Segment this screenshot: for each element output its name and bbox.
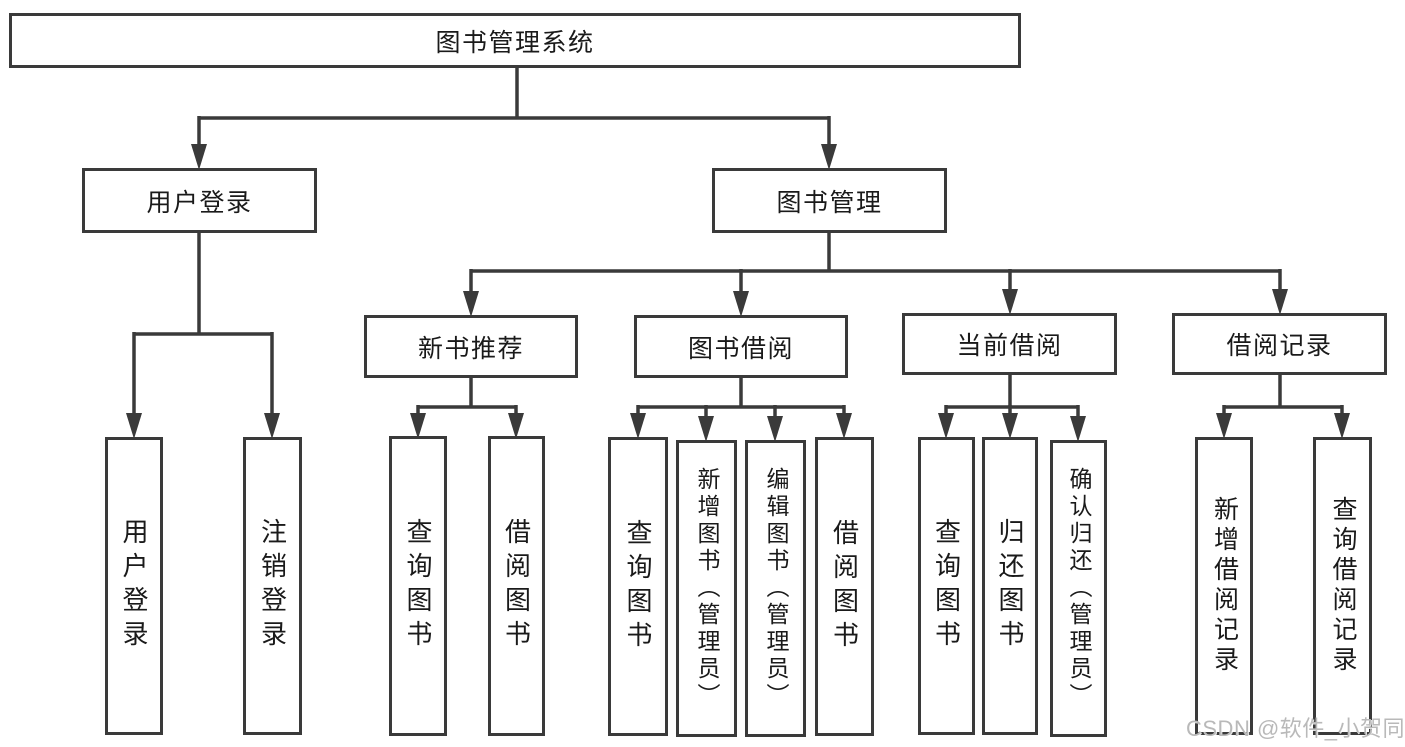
arrowhead-icon <box>1334 413 1350 439</box>
node-book-management: 图书管理 <box>712 168 947 233</box>
node-label: 用户登录 <box>146 188 253 217</box>
arrowhead-icon <box>264 413 280 439</box>
node-label: 归还图书 <box>995 518 1025 654</box>
node-edit-book-admin: 编辑图书（管理员） <box>745 440 806 737</box>
node-label: 用户登录 <box>119 518 149 654</box>
node-label: 编辑图书（管理员） <box>763 467 789 710</box>
node-borrow-query-book: 查询图书 <box>608 437 668 736</box>
arrowhead-icon <box>630 413 646 439</box>
node-label: 查询图书 <box>931 518 962 654</box>
node-borrow-borrow-book: 借阅图书 <box>815 437 874 736</box>
arrowhead-icon <box>508 413 524 439</box>
arrowhead-icon <box>1002 289 1018 315</box>
node-label: 查询图书 <box>403 518 433 654</box>
node-label: 图书管理系统 <box>435 28 595 57</box>
node-label: 新增借阅记录 <box>1210 496 1239 676</box>
node-logout: 注销登录 <box>243 437 302 735</box>
node-new-book-recommendation: 新书推荐 <box>364 315 578 378</box>
arrowhead-icon <box>821 144 837 170</box>
csdn-watermark: CSDN @软件_小贺同学 <box>1186 716 1405 741</box>
node-label: 借阅图书 <box>501 518 532 654</box>
node-user-login-leaf: 用户登录 <box>105 437 163 735</box>
node-label: 借阅记录 <box>1226 332 1333 360</box>
node-book-borrowing: 图书借阅 <box>634 315 848 378</box>
arrowhead-icon <box>836 413 852 439</box>
node-label: 新增图书（管理员） <box>694 467 720 710</box>
node-label: 借阅图书 <box>829 518 860 655</box>
arrowhead-icon <box>698 416 714 442</box>
node-library-management-system: 图书管理系统 <box>9 13 1021 68</box>
arrowhead-icon <box>767 416 783 442</box>
node-add-book-admin: 新增图书（管理员） <box>676 440 737 737</box>
node-current-query-book: 查询图书 <box>918 437 975 735</box>
node-label: 注销登录 <box>257 518 288 654</box>
arrowhead-icon <box>1002 413 1018 439</box>
node-return-book: 归还图书 <box>982 437 1038 735</box>
node-confirm-return-admin: 确认归还（管理员） <box>1050 440 1107 737</box>
node-current-borrowing: 当前借阅 <box>902 313 1117 375</box>
node-label: 新书推荐 <box>417 334 524 363</box>
node-add-borrow-record: 新增借阅记录 <box>1195 437 1253 735</box>
arrowhead-icon <box>410 413 426 439</box>
arrowhead-icon <box>1070 416 1086 442</box>
arrowhead-icon <box>191 144 207 170</box>
node-query-borrow-record: 查询借阅记录 <box>1313 437 1372 735</box>
node-newrec-borrow-book: 借阅图书 <box>488 436 545 736</box>
node-user-login: 用户登录 <box>82 168 317 233</box>
arrowhead-icon <box>1216 413 1232 439</box>
arrowhead-icon <box>463 291 479 317</box>
node-label: 图书借阅 <box>687 334 794 363</box>
node-label: 图书管理 <box>776 188 883 217</box>
node-borrowing-records: 借阅记录 <box>1172 313 1387 375</box>
node-label: 查询借阅记录 <box>1329 496 1357 676</box>
arrowhead-icon <box>733 291 749 317</box>
node-label: 确认归还（管理员） <box>1066 467 1092 710</box>
arrowhead-icon <box>126 413 142 439</box>
arrowhead-icon <box>1272 289 1288 315</box>
node-label: 当前借阅 <box>956 332 1063 360</box>
node-label: 查询图书 <box>623 518 653 655</box>
node-newrec-query-book: 查询图书 <box>389 436 447 736</box>
arrowhead-icon <box>938 413 954 439</box>
